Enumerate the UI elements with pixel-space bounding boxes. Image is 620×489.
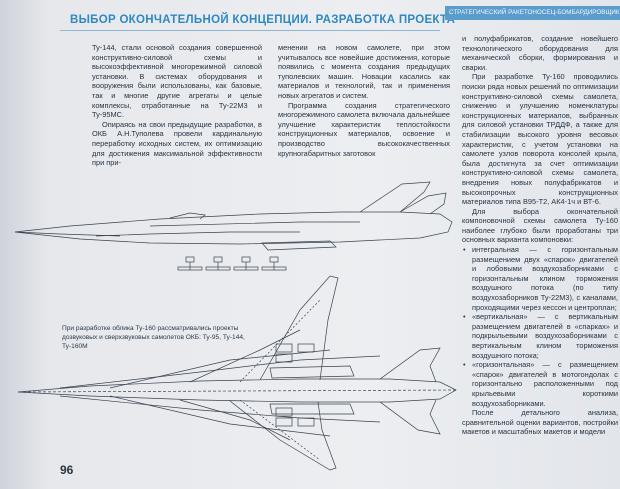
paragraph: Опираясь на свои предыдущие разработки, … bbox=[92, 119, 262, 168]
page-title: ВЫБОР ОКОНЧАТЕЛЬНОЙ КОНЦЕПЦИИ. РАЗРАБОТК… bbox=[70, 14, 456, 26]
side-view-engine bbox=[261, 240, 337, 251]
plan-view-delta-outline bbox=[109, 349, 331, 437]
paragraph: При разработке Ту-160 проводились поиски… bbox=[462, 72, 618, 207]
side-view-fin bbox=[359, 181, 431, 213]
plan-view-tail-upper bbox=[379, 347, 441, 383]
list-item: «горизонтальная» — с размещением «спарок… bbox=[462, 360, 618, 408]
side-view-intake-line bbox=[95, 231, 300, 237]
side-view-fuselage bbox=[14, 211, 453, 245]
plan-view-wing-glove-lower bbox=[179, 399, 291, 441]
plan-view-wing-upper bbox=[259, 275, 339, 381]
text-column-1: Ту-144, стали основой создания совершенн… bbox=[92, 43, 262, 183]
plan-view-trailing-edge bbox=[59, 395, 381, 423]
text-column-2: менении на новом самолете, при этом учит… bbox=[278, 43, 450, 183]
text-column-3: и полуфабрикатов, создание новейшего тех… bbox=[462, 34, 618, 479]
side-view-nose bbox=[14, 231, 121, 237]
plan-view-nacelle-upper bbox=[269, 365, 355, 379]
plan-view-leading-edge bbox=[59, 355, 381, 389]
paragraph: Программа создания стратегического много… bbox=[278, 100, 450, 158]
plan-view-centerline bbox=[17, 389, 457, 393]
side-view-detail bbox=[149, 221, 360, 227]
landing-gear-stores bbox=[177, 256, 287, 271]
list-item: интегральная — с горизонтальным размещен… bbox=[462, 245, 618, 312]
figure-caption: При разработке облика Ту-160 рассматрива… bbox=[62, 325, 245, 350]
variants-list: интегральная — с горизонтальным размещен… bbox=[462, 245, 618, 408]
plan-view-tail-lower bbox=[379, 399, 441, 435]
list-item: «вертикальная» — с вертикальным размещен… bbox=[462, 312, 618, 360]
header-divider bbox=[60, 30, 440, 31]
running-head: СТРАТЕГИЧЕСКИЙ РАКЕТОНОСЕЦ-БОМБАРДИРОВЩИ… bbox=[445, 6, 620, 20]
plan-view-fuselage bbox=[17, 378, 457, 403]
paragraph: и полуфабрикатов, создание новейшего тех… bbox=[462, 34, 618, 72]
plan-view-wing-lower bbox=[229, 400, 337, 471]
paragraph: После детального анализа, сравнительной … bbox=[462, 408, 618, 437]
side-view-fin-2 bbox=[399, 192, 447, 215]
side-view-canopy bbox=[169, 212, 206, 220]
plan-view-wing-glove bbox=[189, 329, 301, 383]
paragraph: менении на новом самолете, при этом учит… bbox=[278, 43, 450, 100]
plan-view-nacelle-lower bbox=[269, 403, 355, 415]
paragraph: Для выбора окончательной компоновочной с… bbox=[462, 206, 618, 245]
paragraph: Ту-144, стали основой создания совершенн… bbox=[92, 43, 262, 120]
page-number: 96 bbox=[60, 463, 74, 477]
